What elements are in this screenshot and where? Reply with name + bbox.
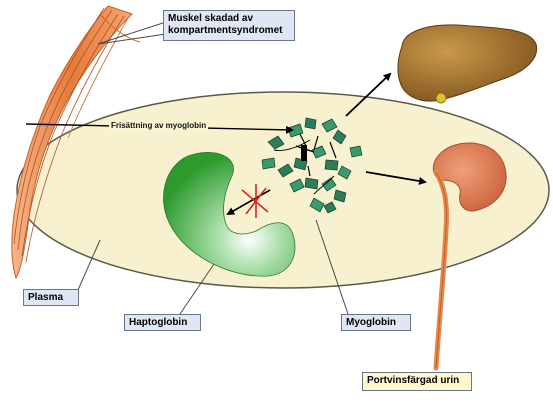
block-cross-icon [241, 184, 269, 218]
haptoglobin-label: Haptoglobin [124, 314, 201, 331]
myoglobin-icon [261, 117, 363, 214]
muscle-label: Muskel skadad av kompartmentsyndromet [163, 10, 295, 41]
muscle-label-line2: kompartmentsyndromet [168, 25, 283, 36]
to-kidney-arrow [365, 171, 427, 185]
haptoglobin-icon [163, 152, 296, 277]
to-liver-arrow [345, 72, 392, 117]
muscle-label-line1: Muskel skadad av [168, 13, 254, 24]
urine-label: Portvinsfärgad urin [362, 372, 472, 391]
plasma-ellipse [16, 91, 550, 289]
liver-icon [397, 24, 538, 104]
callout-lines [77, 21, 349, 315]
myoglobin-label: Myoglobin [341, 314, 411, 331]
muscle-icon [11, 5, 141, 280]
kidney-icon [433, 142, 507, 371]
plasma-label: Plasma [23, 289, 79, 306]
to-haptoglobin-arrow [226, 189, 271, 215]
release-label: Frisättning av myoglobin [109, 120, 209, 131]
